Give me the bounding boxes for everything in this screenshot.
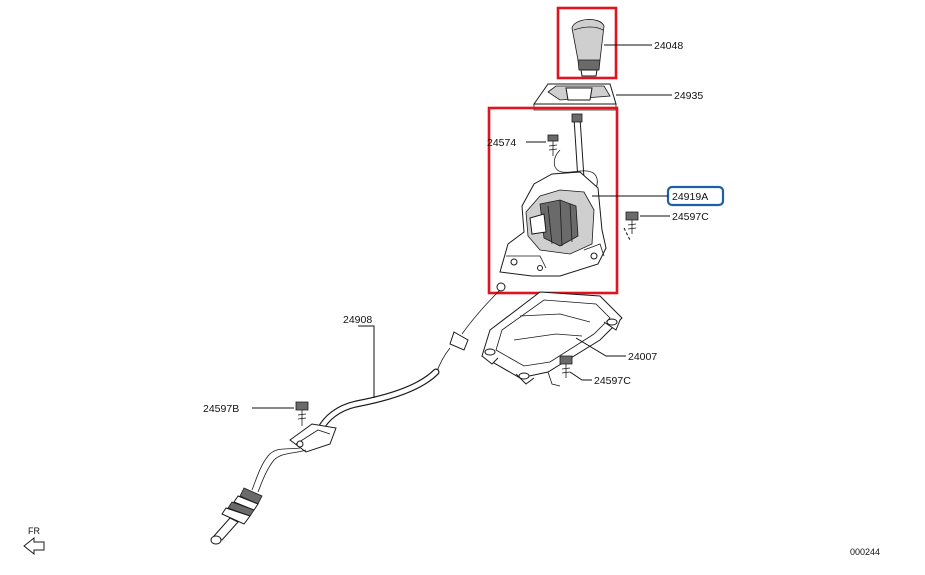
label-24597C-lower[interactable]: 24597C [594,375,631,387]
screw-drawing[interactable] [547,134,559,156]
label-24574[interactable]: 24574 [487,137,516,149]
fr-label: FR [28,526,40,536]
highlight-box-knob [556,6,618,80]
label-24919A[interactable]: 24919A [672,191,708,203]
label-24597C-upper[interactable]: 24597C [672,211,709,223]
bracket-drawing[interactable] [481,291,623,387]
label-24007[interactable]: 24007 [628,351,657,363]
diagram-code: 000244 [850,547,880,557]
label-24935[interactable]: 24935 [674,90,703,102]
bolt-left-drawing[interactable] [295,401,309,426]
indicator-panel-drawing[interactable] [533,83,617,111]
bolt-lower-right-drawing[interactable] [559,355,573,378]
shift-cable-drawing[interactable] [210,289,501,545]
label-24597B[interactable]: 24597B [203,403,239,415]
fr-arrow-icon [23,536,45,556]
label-24048[interactable]: 24048 [654,40,683,52]
label-24908[interactable]: 24908 [343,314,372,326]
bolt-upper-right-drawing[interactable] [625,211,639,234]
shift-knob-drawing[interactable] [571,19,605,77]
shift-lever-assy-drawing[interactable] [496,113,607,292]
